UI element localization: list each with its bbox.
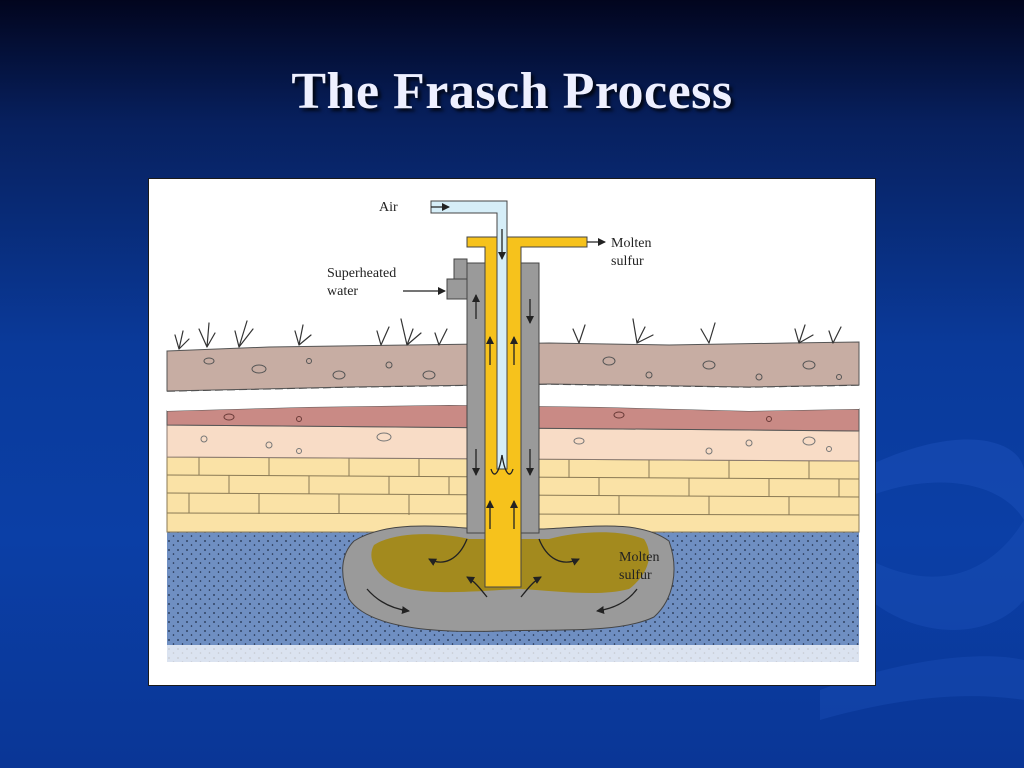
slide-title: The Frasch Process	[291, 63, 733, 120]
air-pipe	[430, 200, 508, 470]
air-label: Air	[379, 200, 398, 215]
superheated-water-label-line1: Superheated	[327, 266, 396, 281]
molten-sulfur-bottom-label-line2: sulfur	[619, 568, 652, 583]
molten-sulfur-bottom-label-line1: Molten	[619, 550, 659, 565]
flow-arrows	[366, 203, 638, 615]
superheated-water-label-line2: water	[327, 284, 358, 299]
molten-sulfur-top-label-line1: Molten	[611, 236, 651, 251]
molten-sulfur-top-label-line2: sulfur	[611, 254, 644, 269]
grass-tufts	[174, 318, 842, 350]
frasch-process-diagram: Air Molten sulfur Superheated water Molt…	[148, 178, 876, 686]
water-inlet-stub	[446, 278, 468, 300]
diagram-canvas: Air Molten sulfur Superheated water Molt…	[166, 200, 860, 665]
